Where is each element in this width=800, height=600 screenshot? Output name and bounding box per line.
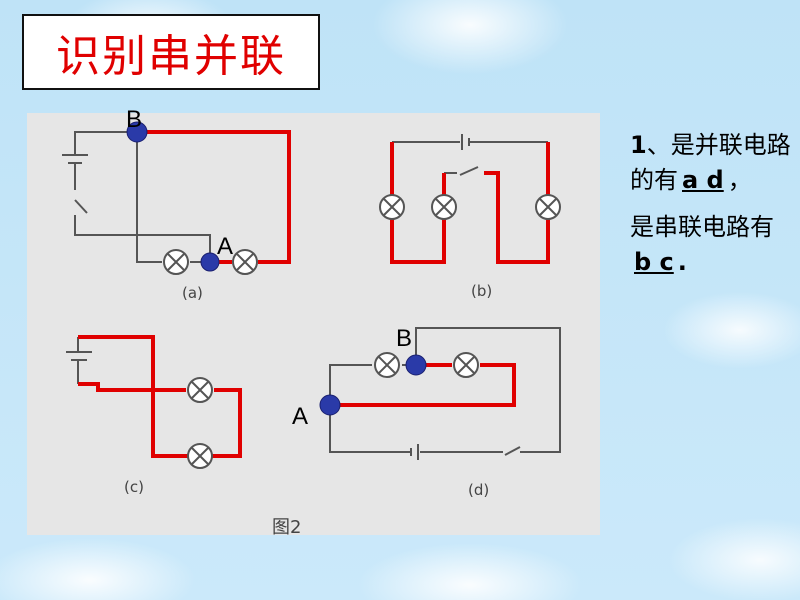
bulb-icon [374, 352, 400, 378]
bulb-icon [187, 443, 213, 469]
highlight-wire-c [78, 335, 242, 458]
bulb-icon [163, 249, 189, 275]
question-text-1: 、是并联电路的有 [630, 131, 791, 194]
question-number: 1 [630, 131, 647, 159]
caption-d: (d) [468, 481, 489, 499]
caption-b: (b) [471, 282, 492, 300]
switch-lever [504, 446, 521, 456]
highlight-wire-a [137, 130, 291, 264]
wire [415, 327, 561, 453]
node-a-marker [319, 394, 341, 416]
point-label-b: B [396, 325, 412, 352]
circuit-a [62, 131, 211, 263]
node-b-marker [405, 354, 427, 376]
circuit-d [329, 327, 561, 460]
series-answer: b c [634, 248, 674, 276]
wire [329, 405, 411, 453]
bulb-icon [535, 194, 561, 220]
bulb-icon [232, 249, 258, 275]
caption-c: (c) [124, 478, 144, 496]
highlight-wire-c [78, 382, 186, 392]
node-a-marker [200, 252, 220, 272]
bulb-icon [431, 194, 457, 220]
figure-panel [27, 113, 600, 535]
node-b-marker [126, 121, 148, 143]
circuit-b [392, 134, 548, 176]
wire [74, 215, 211, 262]
page-title: 识别串并联 [56, 31, 286, 82]
switch-lever [74, 199, 88, 214]
bulb-icon [187, 377, 213, 403]
wire [136, 132, 162, 263]
question-line-2: 是串联电路有 b c. [630, 210, 795, 280]
period: . [677, 248, 687, 276]
bulb-icon [453, 352, 479, 378]
comma: ， [727, 166, 752, 194]
point-label-a: A [217, 233, 233, 260]
highlight-wire-b [484, 142, 550, 264]
figure-caption: 图2 [272, 517, 301, 538]
circuit-c [66, 337, 92, 384]
title-box: 识别串并联 [22, 14, 320, 90]
wire [329, 364, 372, 405]
caption-a: (a) [182, 284, 203, 302]
point-label-a: A [292, 403, 308, 430]
highlight-wire-d [330, 363, 516, 407]
point-label-b: B [126, 106, 142, 133]
bulb-icon [379, 194, 405, 220]
parallel-answer: a d [682, 166, 724, 194]
wire [74, 131, 137, 155]
switch-lever [459, 166, 479, 176]
question-text-2: 是串联电路有 [630, 213, 774, 241]
